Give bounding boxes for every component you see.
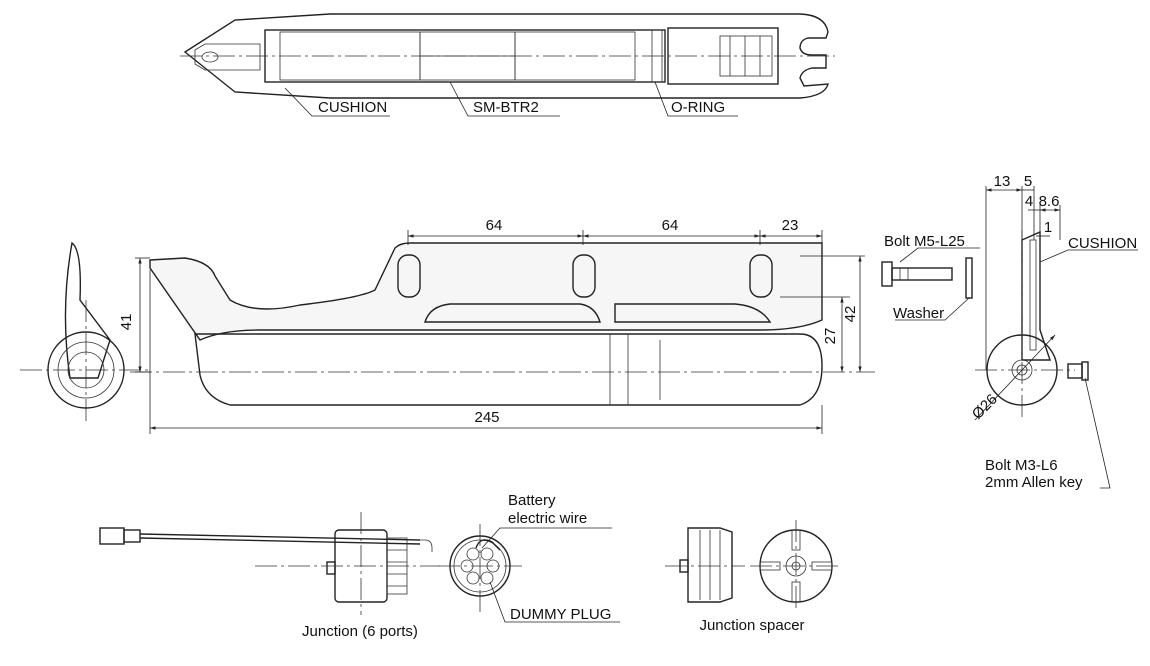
callout-allen-key: 2mm Allen key bbox=[985, 474, 1083, 491]
dim-8-6: 8.6 bbox=[1039, 193, 1060, 210]
dim-4: 4 bbox=[1025, 193, 1033, 210]
dim-42: 42 bbox=[842, 306, 859, 323]
junction-caption: Junction (6 ports) bbox=[302, 623, 418, 640]
bracket-plate bbox=[149, 242, 823, 341]
dim-1: 1 bbox=[1044, 219, 1052, 236]
dim-27: 27 bbox=[822, 328, 839, 345]
dim-64-right: 64 bbox=[662, 217, 679, 234]
mounting-slot-3 bbox=[749, 254, 773, 298]
dim-13: 13 bbox=[994, 173, 1011, 190]
spacer-side bbox=[687, 527, 733, 603]
junction-assembly: Junction (6 ports) Battery electric wire… bbox=[99, 492, 620, 640]
side-view: 41 64 64 23 27 42 245 bbox=[20, 217, 875, 434]
dim-245: 245 bbox=[474, 409, 499, 426]
cable-plug bbox=[99, 527, 125, 545]
section-view: CUSHION SM-BTR2 O-RING bbox=[180, 13, 835, 117]
bolt-m5-shank bbox=[891, 267, 953, 281]
mounting-slot-1 bbox=[397, 254, 421, 298]
bolt-m5-head bbox=[881, 261, 893, 287]
label-electric-wire: electric wire bbox=[508, 510, 587, 527]
callout-bolt-m5: Bolt M5-L25 bbox=[884, 233, 965, 250]
battery-case-shell bbox=[183, 13, 829, 99]
washer bbox=[965, 257, 973, 299]
callout-washer: Washer bbox=[893, 305, 944, 322]
callout-bolt-m3: Bolt M3-L6 bbox=[985, 457, 1058, 474]
callout-sm-btr2: SM-BTR2 bbox=[473, 99, 539, 116]
mounting-slot-2 bbox=[572, 254, 596, 298]
battery-tube bbox=[194, 333, 823, 406]
callout-o-ring: O-RING bbox=[671, 99, 725, 116]
dim-41: 41 bbox=[118, 314, 135, 331]
callout-cushion-top: CUSHION bbox=[318, 99, 387, 116]
dim-23: 23 bbox=[782, 217, 799, 234]
end-view-right: 13 5 4 8.6 1 CUSHION Ø26 Bolt M3-L6 2mm … bbox=[969, 173, 1138, 491]
bolt-m5-assembly: Bolt M5-L25 Washer bbox=[881, 233, 980, 322]
end-profile-left bbox=[64, 241, 111, 379]
spacer-caption: Junction spacer bbox=[699, 617, 804, 634]
bolt-m3 bbox=[1067, 363, 1083, 379]
junction-spacer: Junction spacer bbox=[665, 520, 842, 634]
dim-dia-26: Ø26 bbox=[969, 391, 1001, 423]
dim-5: 5 bbox=[1024, 173, 1032, 190]
label-battery: Battery bbox=[508, 492, 556, 509]
dim-64-left: 64 bbox=[486, 217, 503, 234]
label-dummy-plug: DUMMY PLUG bbox=[510, 606, 611, 623]
callout-cushion-end: CUSHION bbox=[1068, 235, 1137, 252]
